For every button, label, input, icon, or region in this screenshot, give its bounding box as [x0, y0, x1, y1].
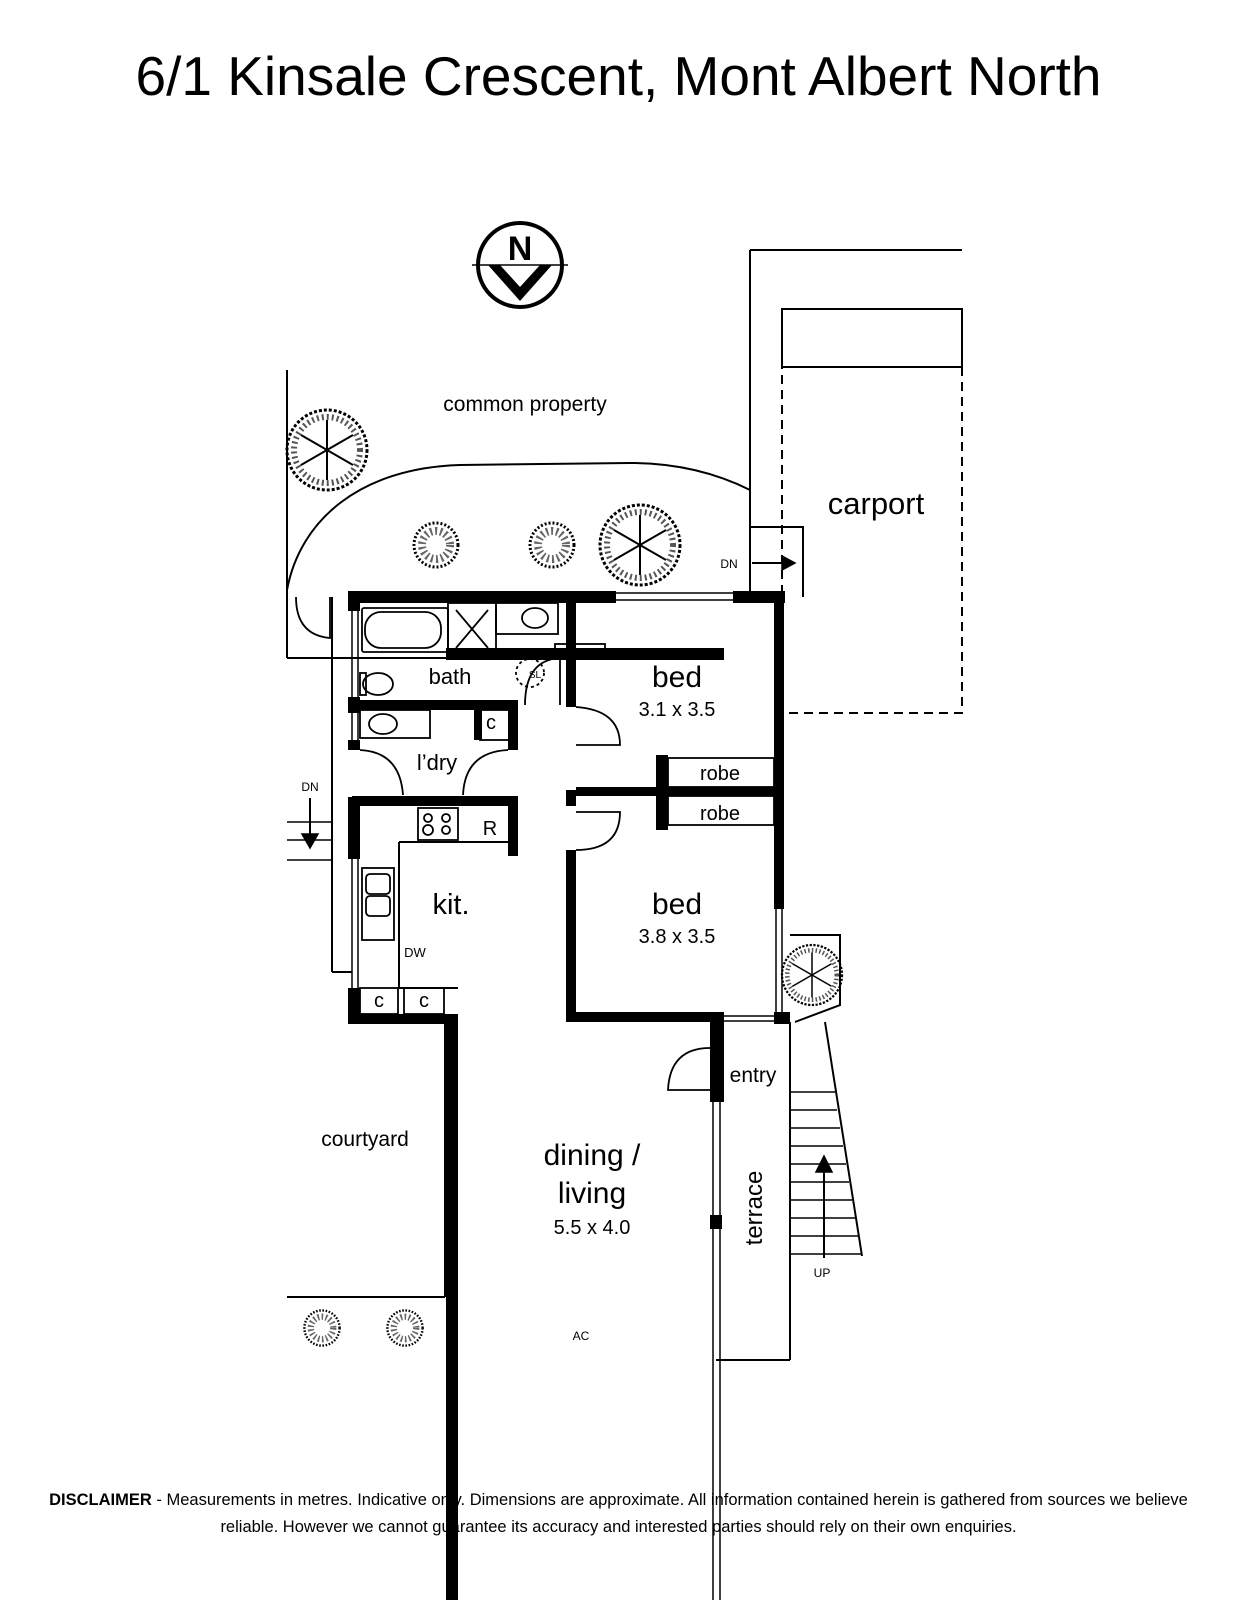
label-living-size: 5.5 x 4.0 — [554, 1217, 631, 1239]
label-stairs-down: DN — [720, 557, 737, 571]
label-cupboard: c — [419, 990, 429, 1012]
label-dishwasher: DW — [404, 945, 426, 960]
label-living: living — [558, 1177, 626, 1210]
shrub-icon — [414, 523, 458, 567]
living-bottom-wall — [446, 648, 724, 660]
shrub-icon — [530, 523, 574, 567]
page-title: 6/1 Kinsale Crescent, Mont Albert North — [135, 45, 1102, 107]
walls — [348, 591, 790, 1600]
label-laundry: l’dry — [417, 750, 457, 775]
label-entry: entry — [730, 1064, 777, 1087]
tree-icon — [287, 410, 367, 490]
terrace-stairs — [790, 1021, 863, 1258]
label-stairs-up: UP — [814, 1266, 831, 1280]
label-common-property: common property — [443, 393, 607, 416]
label-cupboard: c — [486, 712, 496, 734]
fixtures — [295, 596, 775, 1091]
label-robe-1: robe — [700, 763, 740, 785]
label-sl: SL — [529, 670, 542, 681]
disclaimer-heading: DISCLAIMER — [49, 1491, 152, 1509]
label-fridge: R — [483, 818, 497, 840]
site-boundaries — [286, 249, 963, 1361]
label-bed-2-size: 3.8 x 3.5 — [639, 926, 716, 948]
label-cupboard: c — [374, 990, 384, 1012]
compass-north-label: N — [508, 230, 533, 268]
label-kitchen: kit. — [432, 889, 469, 921]
label-terrace: terrace — [741, 1171, 768, 1246]
label-dining: dining / — [544, 1139, 641, 1172]
label-bed-2: bed — [652, 888, 702, 921]
label-stairs-down: DN — [301, 780, 318, 794]
label-carport: carport — [828, 486, 925, 521]
left-stairs — [287, 554, 797, 861]
labels: common property carport courtyard entry … — [301, 393, 924, 1343]
north-compass-icon: N — [472, 221, 568, 309]
tree-icon — [782, 945, 842, 1005]
disclaimer-text: - Measurements in metres. Indicative onl… — [151, 1491, 1188, 1536]
label-courtyard: courtyard — [321, 1128, 409, 1151]
shrub-icon — [387, 1310, 422, 1345]
label-robe-2: robe — [700, 803, 740, 825]
label-bath: bath — [429, 664, 472, 689]
tree-icon — [600, 505, 680, 585]
label-bed-1: bed — [652, 661, 702, 694]
windows — [351, 592, 783, 1600]
shrub-icon — [304, 1310, 339, 1345]
label-aircon: AC — [573, 1329, 590, 1343]
disclaimer: DISCLAIMER - Measurements in metres. Ind… — [40, 1487, 1197, 1541]
label-bed-1-size: 3.1 x 3.5 — [639, 699, 716, 721]
